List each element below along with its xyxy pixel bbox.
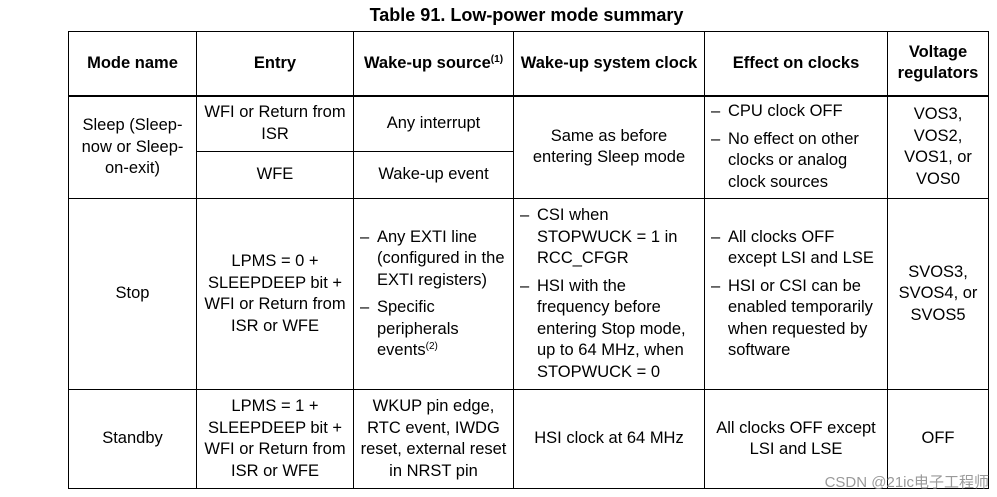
low-power-mode-table: Mode name Entry Wake-up source(1) Wake-u… [68, 31, 989, 489]
cell-sleep-entry-wfi: WFI or Return from ISR [196, 95, 354, 152]
cell-sleep-mode-name: Sleep (Sleep-now or Sleep-on-exit) [68, 95, 197, 199]
list-item-text: Specific peripherals events [377, 298, 459, 359]
cell-stop-wakeup-clock: CSI when STOPWUCK = 1 in RCC_CFGR HSI wi… [513, 198, 705, 390]
cell-standby-entry: LPMS = 1 + SLEEPDEEP bit + WFI or Return… [196, 389, 354, 489]
list-item: Specific peripherals events(2) [360, 297, 507, 362]
list-item: CSI when STOPWUCK = 1 in RCC_CFGR [520, 205, 698, 270]
stop-sources-list: Any EXTI line (configured in the EXTI re… [360, 227, 507, 362]
cell-stop-effects: All clocks OFF except LSI and LSE HSI or… [704, 198, 888, 390]
header-wakeup-source-label: Wake-up source [363, 53, 491, 72]
cell-standby-voltage: OFF [887, 389, 989, 489]
list-item: HSI with the frequency before entering S… [520, 276, 698, 384]
cell-sleep-wakeup-clock: Same as before entering Sleep mode [513, 95, 705, 199]
cell-sleep-source-interrupt: Any interrupt [353, 95, 514, 152]
cell-sleep-effects: CPU clock OFF No effect on other clocks … [704, 95, 888, 199]
sleep-effects-list: CPU clock OFF No effect on other clocks … [711, 101, 881, 193]
header-wakeup-clock: Wake-up system clock [513, 31, 705, 97]
footnote-ref-2: (2) [425, 341, 438, 352]
list-item: No effect on other clocks or analog cloc… [711, 129, 881, 194]
stop-wakeup-clock-list: CSI when STOPWUCK = 1 in RCC_CFGR HSI wi… [520, 205, 698, 383]
header-wakeup-source: Wake-up source(1) [353, 31, 514, 97]
watermark: CSDN @21ic电子工程师 [824, 474, 989, 491]
header-effect-on-clocks: Effect on clocks [704, 31, 888, 97]
cell-standby-source: WKUP pin edge, RTC event, IWDG reset, ex… [353, 389, 514, 489]
list-item: All clocks OFF except LSI and LSE [711, 227, 881, 270]
list-item: Any EXTI line (configured in the EXTI re… [360, 227, 507, 292]
cell-sleep-source-event: Wake-up event [353, 151, 514, 199]
table-row-sleep-wfe: WFE Wake-up event [69, 151, 989, 199]
list-item: CPU clock OFF [711, 101, 881, 123]
cell-stop-sources: Any EXTI line (configured in the EXTI re… [353, 198, 514, 390]
cell-stop-mode-name: Stop [68, 198, 197, 390]
cell-standby-effects: All clocks OFF except LSI and LSE [704, 389, 888, 489]
cell-stop-voltage: SVOS3, SVOS4, or SVOS5 [887, 198, 989, 390]
header-voltage-regulators: Voltage regulators [887, 31, 989, 97]
header-entry: Entry [196, 31, 354, 97]
table-row-standby: Standby LPMS = 1 + SLEEPDEEP bit + WFI o… [68, 389, 989, 489]
cell-sleep-voltage: VOS3, VOS2, VOS1, or VOS0 [887, 95, 989, 199]
stop-effects-list: All clocks OFF except LSI and LSE HSI or… [711, 227, 881, 362]
list-item: HSI or CSI can be enabled temporarily wh… [711, 276, 881, 362]
table-caption: Table 91. Low-power mode summary [369, 5, 684, 25]
header-mode-name: Mode name [68, 31, 197, 97]
footnote-ref-1: (1) [490, 53, 504, 65]
table-row-sleep: Sleep (Sleep-now or Sleep-on-exit) WFI o… [68, 95, 989, 199]
cell-sleep-entry-wfe: WFE [196, 151, 354, 199]
cell-standby-mode-name: Standby [68, 389, 197, 489]
table-row-stop: Stop LPMS = 0 + SLEEPDEEP bit + WFI or R… [68, 198, 989, 390]
cell-stop-entry: LPMS = 0 + SLEEPDEEP bit + WFI or Return… [196, 198, 354, 390]
cell-standby-wakeup-clock: HSI clock at 64 MHz [513, 389, 705, 489]
